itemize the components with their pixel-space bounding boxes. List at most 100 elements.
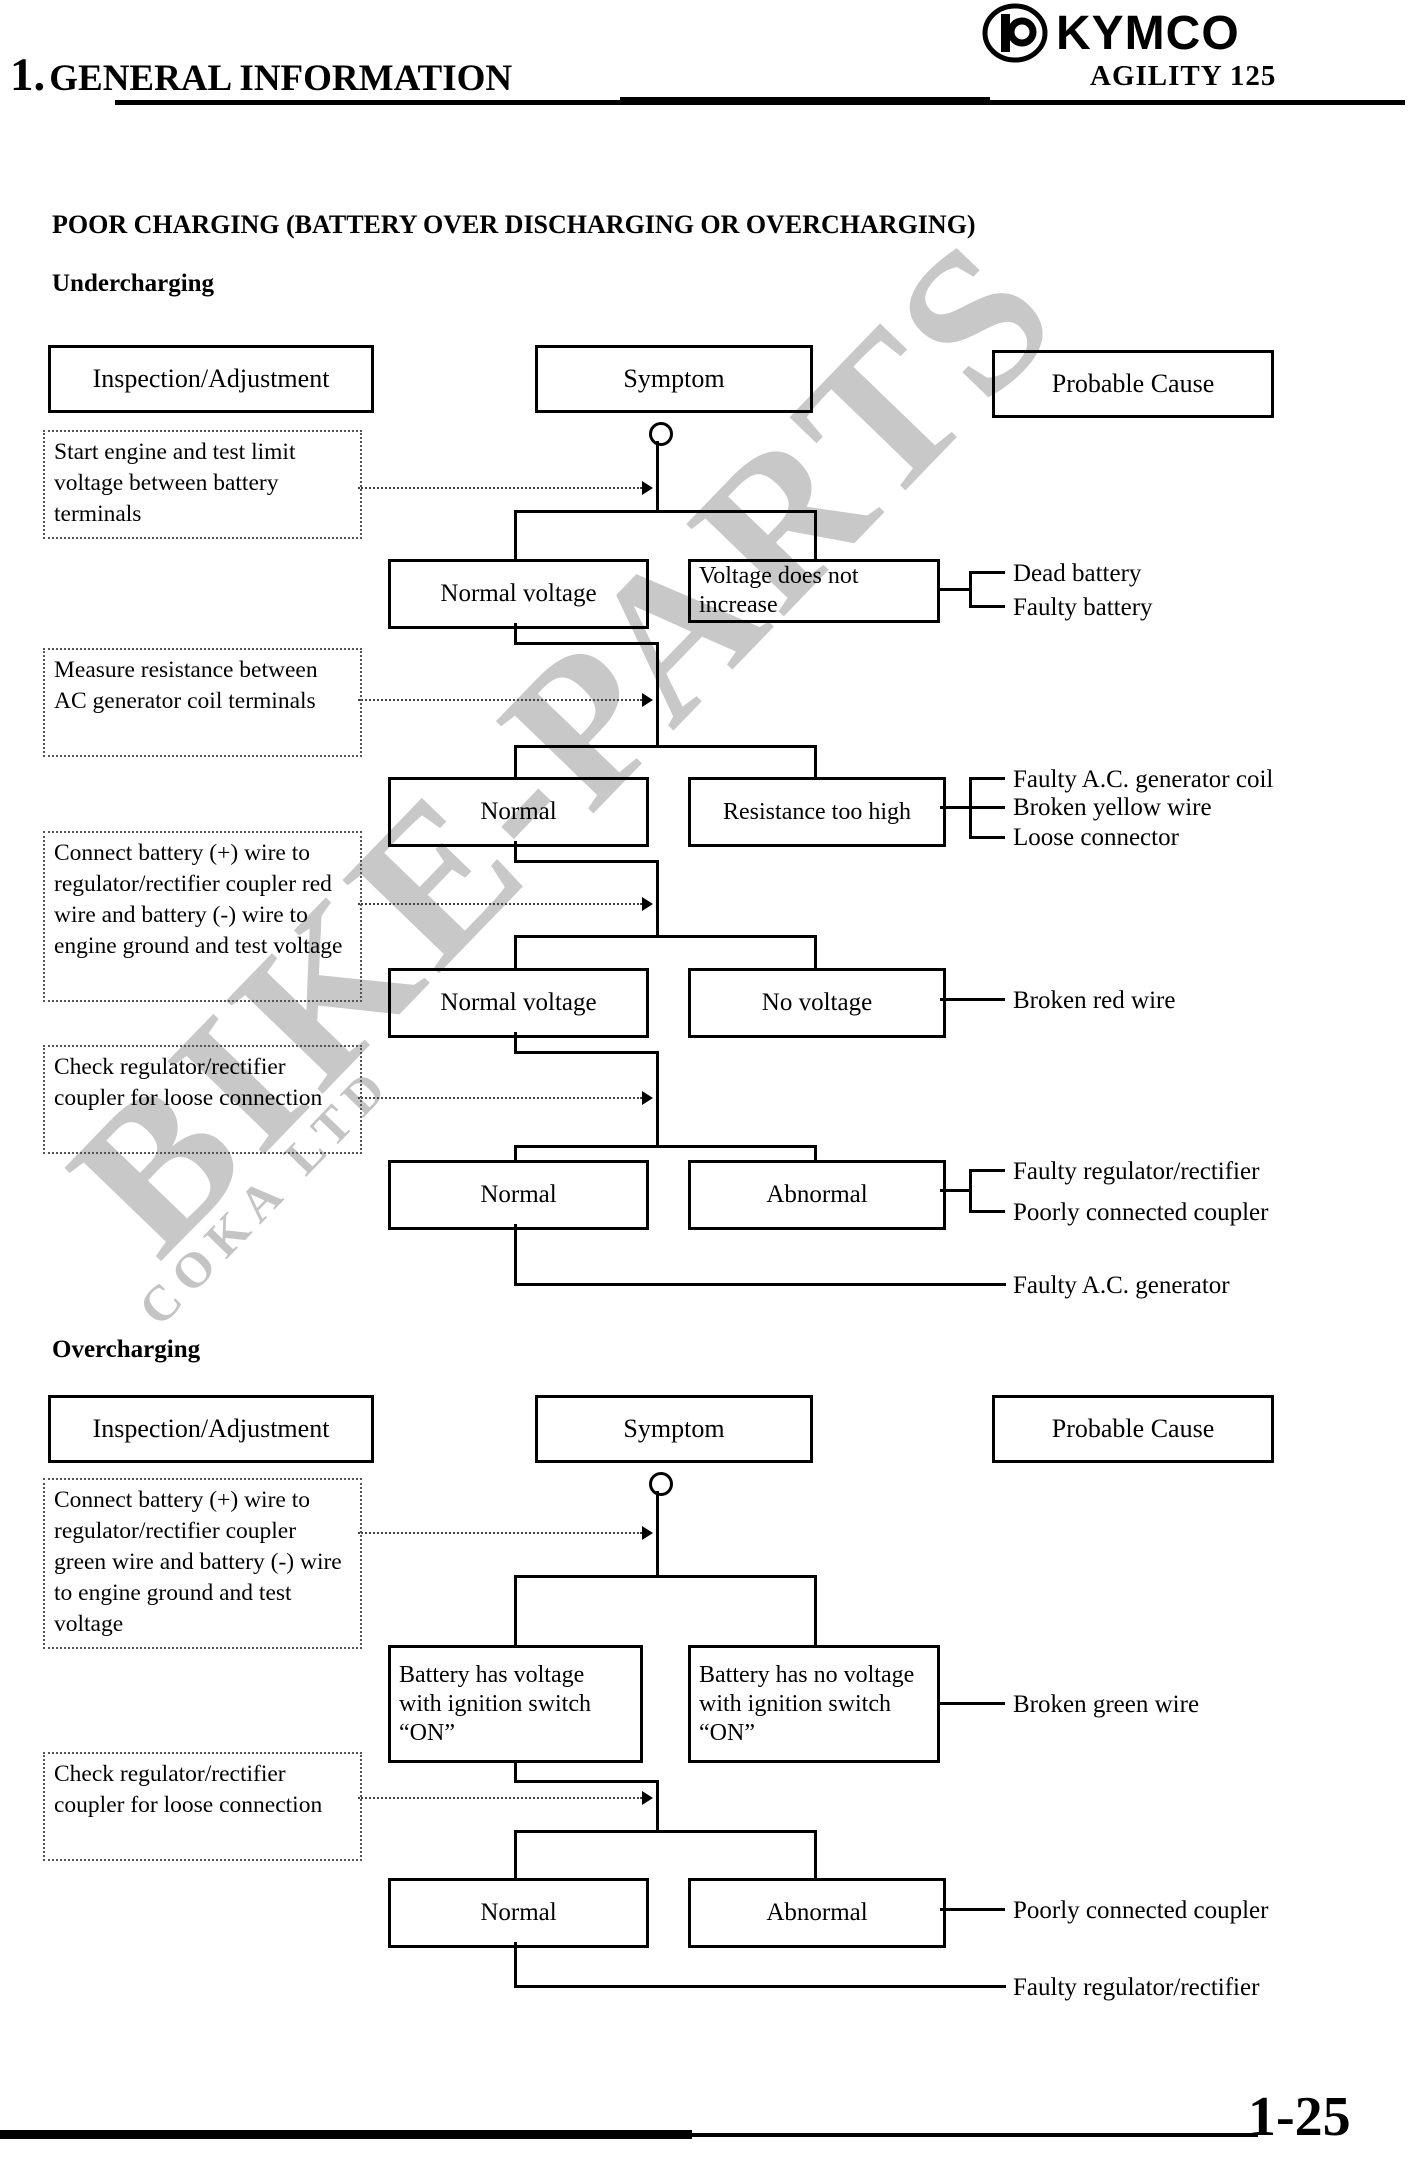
brand-logotype: KYMCO	[1056, 7, 1240, 60]
flow-branch	[514, 1830, 817, 1833]
flow-line	[514, 841, 517, 863]
symptom-box: Normal voltage	[388, 968, 649, 1038]
arrowhead-icon	[642, 481, 653, 495]
chapter-number: 1.	[10, 49, 46, 101]
inspection-box: Connect battery (+) wire to regulator/re…	[43, 1478, 362, 1649]
flow-line	[814, 935, 817, 968]
flow-line	[656, 1780, 659, 1830]
symptom-box: Battery has voltage with ignition switch…	[388, 1645, 643, 1763]
cause-line	[940, 998, 1005, 1001]
symptom-box: Resistance too high	[688, 777, 946, 847]
flow-line	[514, 1224, 517, 1286]
cause-label: Faulty regulator/rectifier	[1013, 1974, 1260, 2001]
dotted-connector	[358, 903, 642, 905]
page-number: 1-25	[1248, 2086, 1351, 2148]
dotted-connector	[358, 1532, 642, 1534]
inspection-box: Connect battery (+) wire to regulator/re…	[43, 831, 362, 1002]
symptom-box: No voltage	[688, 968, 946, 1038]
symptom-box: Normal	[388, 777, 649, 847]
flow-line	[514, 1942, 517, 1988]
footer-rule	[692, 2133, 1258, 2137]
dotted-connector	[358, 1797, 642, 1799]
flow-line	[656, 1051, 659, 1148]
section-heading-undercharging: Undercharging	[52, 270, 215, 297]
flow-branch	[514, 510, 817, 513]
cause-label: Faulty A.C. generator coil	[1013, 766, 1274, 793]
column-header-symptom: Symptom	[535, 1395, 813, 1463]
arrowhead-icon	[642, 1791, 653, 1805]
column-header-cause: Probable Cause	[992, 350, 1274, 418]
flow-line	[814, 1145, 817, 1160]
chapter-heading: 1. GENERAL INFORMATION	[10, 48, 512, 102]
flow-line	[656, 441, 659, 510]
column-header-inspection: Inspection/Adjustment	[48, 1395, 374, 1463]
cause-label: Loose connector	[1013, 824, 1179, 851]
inspection-box: Check regulator/rectifier coupler for lo…	[43, 1752, 362, 1861]
footer-rule-thick	[0, 2130, 692, 2139]
flow-line	[514, 1032, 517, 1054]
cause-line	[940, 1908, 1005, 1911]
bracket-line	[940, 1189, 972, 1192]
page-title: POOR CHARGING (BATTERY OVER DISCHARGING …	[52, 210, 976, 239]
bracket-line	[969, 571, 972, 608]
symptom-box: Normal	[388, 1878, 649, 1948]
flow-branch	[514, 745, 817, 748]
inspection-box: Start engine and test limit voltage betw…	[43, 430, 362, 539]
arrowhead-icon	[642, 897, 653, 911]
flow-line	[656, 642, 659, 745]
header-rule-thick	[620, 97, 990, 105]
section-heading-overcharging: Overcharging	[52, 1336, 201, 1363]
flow-line	[814, 1575, 817, 1645]
flow-line	[814, 745, 817, 777]
symptom-box: Normal voltage	[388, 559, 649, 629]
flow-branch	[514, 1145, 817, 1148]
chapter-title: GENERAL INFORMATION	[49, 58, 513, 99]
arrowhead-icon	[642, 1091, 653, 1105]
bracket-line	[940, 806, 972, 809]
cause-label: Dead battery	[1013, 560, 1142, 587]
bracket-line	[969, 1210, 1005, 1213]
cause-label: Faulty A.C. generator	[1013, 1272, 1230, 1299]
flow-line	[514, 623, 517, 645]
bracket-line	[969, 779, 972, 839]
flow-line	[514, 510, 517, 559]
start-node	[649, 422, 673, 446]
flow-line	[514, 935, 517, 968]
kymco-logo-icon	[982, 3, 1048, 63]
flow-line	[656, 860, 659, 935]
flow-line	[514, 1985, 1006, 1988]
flow-line	[514, 1830, 517, 1878]
flow-line	[814, 1830, 817, 1878]
inspection-box: Measure resistance between AC generator …	[43, 648, 362, 757]
cause-label: Faulty regulator/rectifier	[1013, 1158, 1260, 1185]
bracket-line	[969, 1169, 1005, 1172]
cause-label: Poorly connected coupler	[1013, 1199, 1269, 1226]
cause-label: Broken yellow wire	[1013, 794, 1212, 821]
column-header-inspection: Inspection/Adjustment	[48, 345, 374, 413]
bracket-line	[969, 605, 1005, 608]
model-name: AGILITY 125	[1090, 60, 1277, 92]
symptom-box: Abnormal	[688, 1160, 946, 1230]
bracket-line	[969, 777, 1005, 780]
symptom-box: Abnormal	[688, 1878, 946, 1948]
bracket-line	[969, 1169, 972, 1213]
bracket-line	[969, 836, 1005, 839]
symptom-box: Battery has no voltage with ignition swi…	[688, 1645, 940, 1763]
bracket-line	[940, 588, 972, 591]
flow-line	[514, 1051, 659, 1054]
column-header-symptom: Symptom	[535, 345, 813, 413]
start-node	[649, 1472, 673, 1496]
flow-line	[656, 1491, 659, 1575]
flow-line	[514, 1780, 659, 1783]
arrowhead-icon	[642, 1526, 653, 1540]
flow-line	[514, 1763, 517, 1783]
arrowhead-icon	[642, 693, 653, 707]
flow-line	[514, 745, 517, 777]
cause-label: Broken red wire	[1013, 987, 1176, 1014]
dotted-connector	[358, 487, 642, 489]
dotted-connector	[358, 699, 642, 701]
flow-line	[514, 1145, 517, 1160]
flow-line	[814, 510, 817, 559]
column-header-cause: Probable Cause	[992, 1395, 1274, 1463]
